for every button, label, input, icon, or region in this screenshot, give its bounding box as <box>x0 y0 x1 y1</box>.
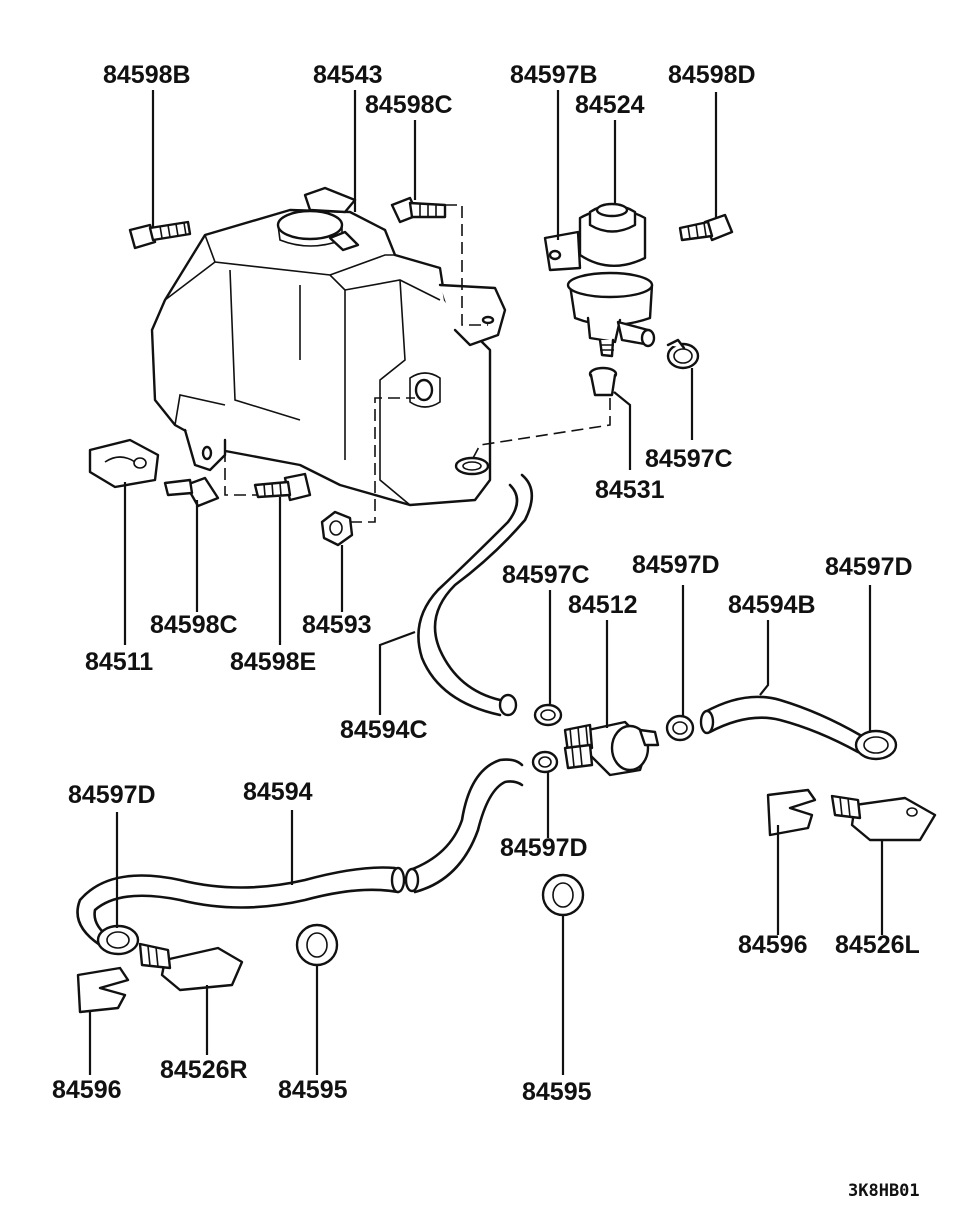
washer-tank <box>150 186 507 507</box>
diagram-code: 3K8HB01 <box>848 1181 920 1201</box>
clip-84596-right <box>766 788 817 837</box>
clamp-84597D-mid <box>665 714 695 742</box>
label-84594: 84594 <box>243 778 313 806</box>
label-84596-right: 84596 <box>738 931 808 959</box>
bolt-84598C-left <box>163 476 220 508</box>
label-84597C-right: 84597C <box>645 445 733 473</box>
label-84596-left: 84596 <box>52 1076 122 1104</box>
label-84543: 84543 <box>313 61 383 89</box>
leader-lines <box>88 90 884 1075</box>
label-84597D-left: 84597D <box>68 781 156 809</box>
label-84597C-mid: 84597C <box>502 561 590 589</box>
clamp-84597D-left <box>96 924 140 956</box>
bolt-84598B <box>128 220 192 250</box>
label-84524: 84524 <box>575 91 645 119</box>
label-84597D-right: 84597D <box>825 553 913 581</box>
clamp-84597C-right <box>666 338 700 370</box>
label-84598C-top: 84598C <box>365 91 453 119</box>
valve-84512 <box>563 720 660 777</box>
label-84598C-left: 84598C <box>150 611 238 639</box>
nut-84593 <box>320 510 354 547</box>
grommet-84595-mid <box>541 873 585 917</box>
nozzle-84526R <box>138 942 244 992</box>
clip-84596-left <box>76 966 130 1014</box>
hose-84594 <box>76 866 406 947</box>
label-84597D-mid: 84597D <box>632 551 720 579</box>
hose-84594B <box>699 695 862 754</box>
label-84597D-lower: 84597D <box>500 834 588 862</box>
nozzle-84526L <box>830 794 937 842</box>
assembly-dashed-lines <box>224 204 611 523</box>
label-84595-left: 84595 <box>278 1076 348 1104</box>
grommet-84531 <box>588 366 618 397</box>
clamp-84597D-lower <box>531 750 559 774</box>
clamp-84597D-right <box>854 729 898 761</box>
label-84526R: 84526R <box>160 1056 248 1084</box>
label-84595-mid: 84595 <box>522 1078 592 1106</box>
label-84594C: 84594C <box>340 716 428 744</box>
grommet-84595-left <box>295 923 339 967</box>
label-84531: 84531 <box>595 476 665 504</box>
clamp-84597C-mid <box>533 703 563 727</box>
label-84597B: 84597B <box>510 61 598 89</box>
label-84526L: 84526L <box>835 931 920 959</box>
bolt-84598D <box>678 213 734 242</box>
part-labels: 84598B 84543 84598C 84597B 84524 84598D … <box>52 61 920 1201</box>
bolt-84598E <box>253 472 312 502</box>
label-84598B: 84598B <box>103 61 191 89</box>
label-84598D: 84598D <box>668 61 756 89</box>
washer-pump-84524 <box>543 202 656 358</box>
bolt-84598C-top <box>390 196 447 224</box>
label-84593: 84593 <box>302 611 372 639</box>
bracket-84511 <box>88 438 160 489</box>
label-84598E: 84598E <box>230 648 316 676</box>
hose-connector-upper <box>404 758 524 894</box>
label-84594B: 84594B <box>728 591 816 619</box>
hose-84594C <box>417 473 534 717</box>
label-84512: 84512 <box>568 591 638 619</box>
label-84511: 84511 <box>85 648 153 676</box>
